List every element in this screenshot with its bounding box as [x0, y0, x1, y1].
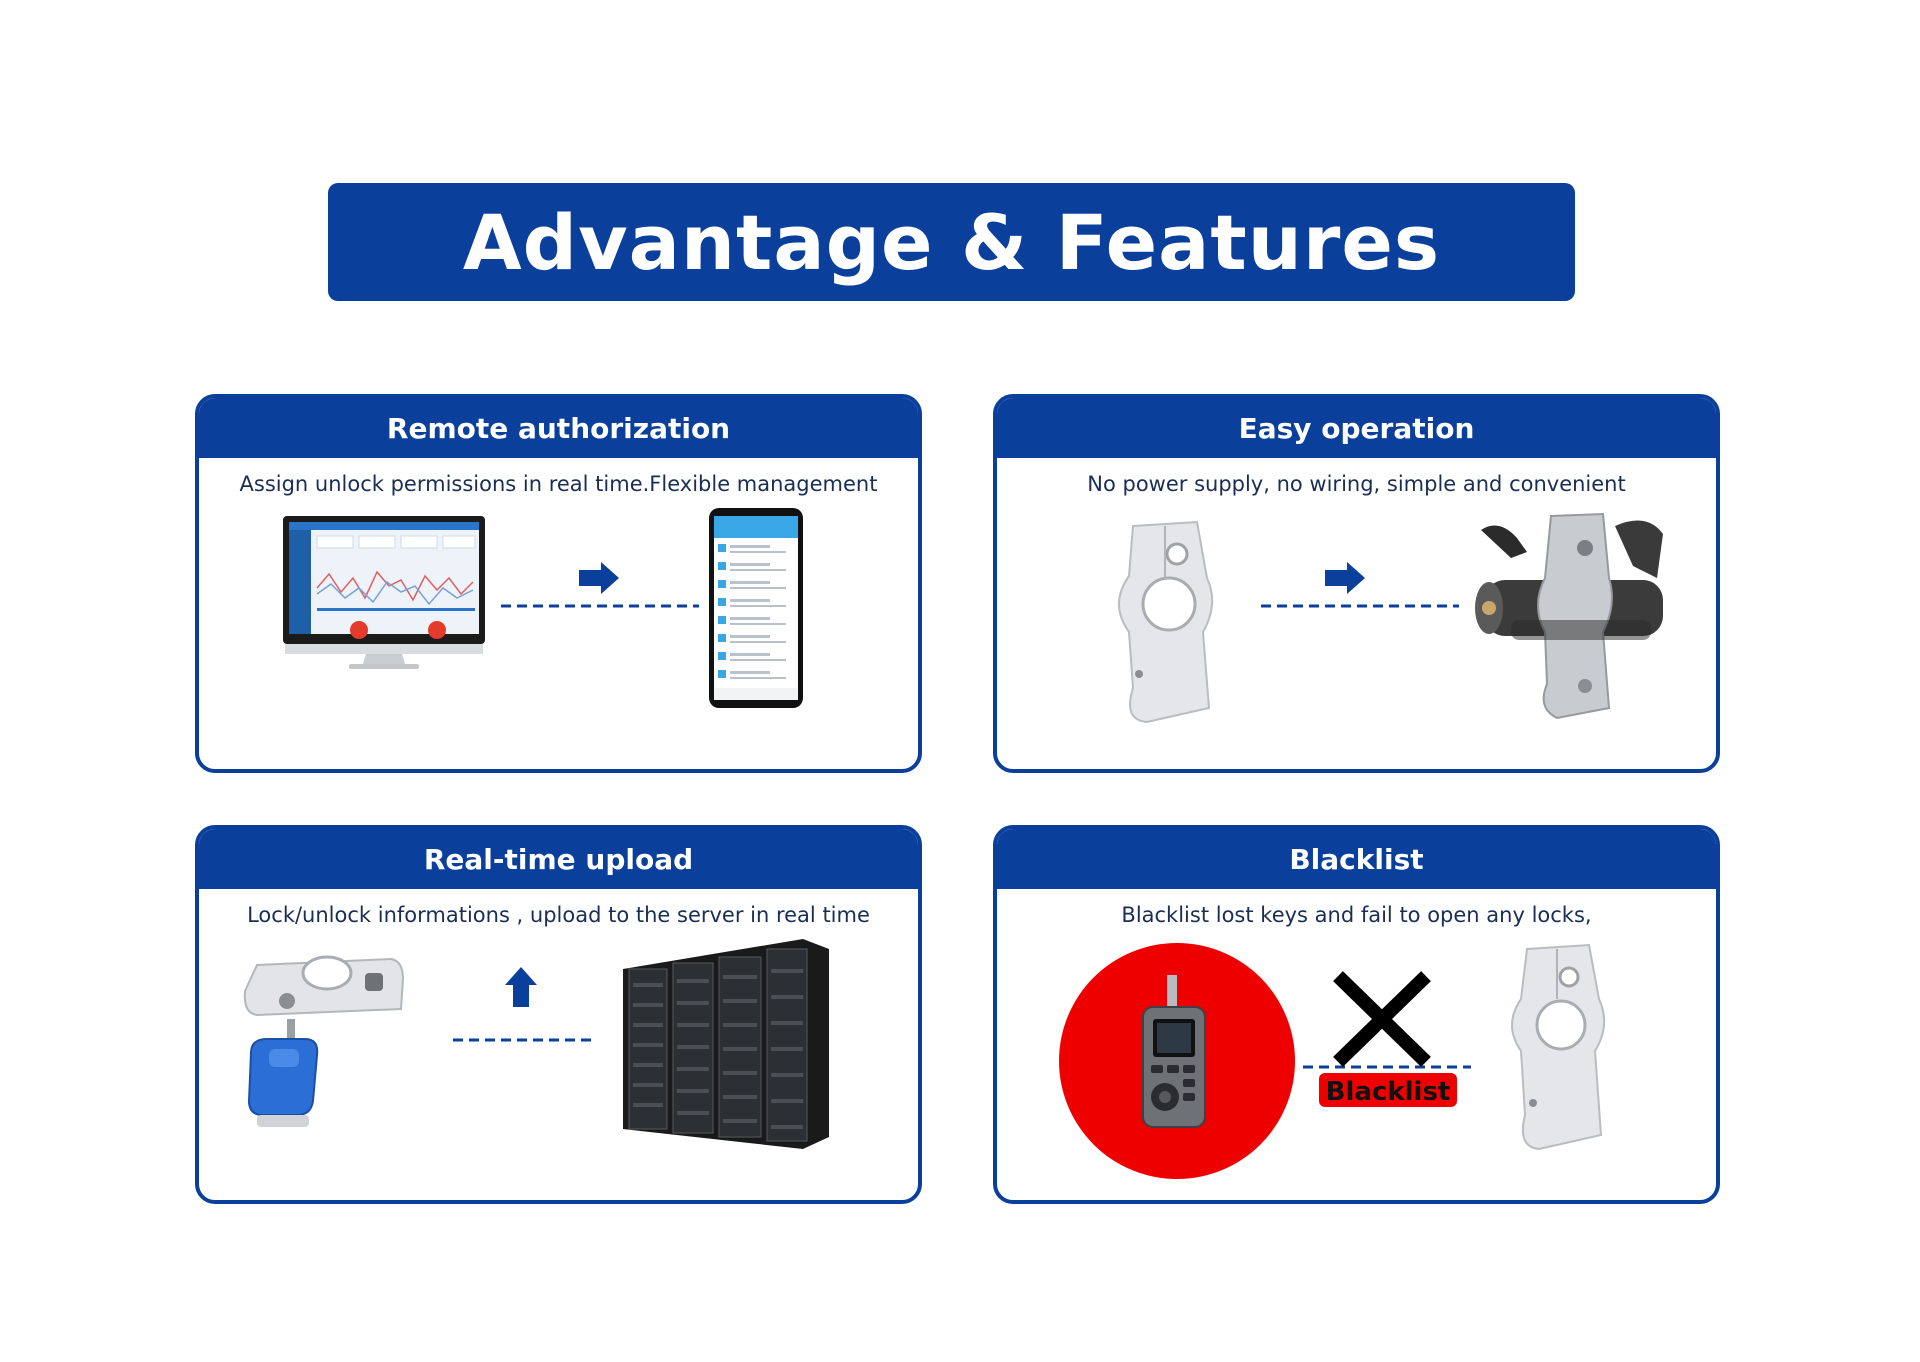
feature-card-blacklist: Blacklist Blacklist lost keys and fail t… — [993, 825, 1720, 1204]
lock-bracket-icon — [1511, 943, 1606, 1151]
easy-operation-illustration — [1118, 512, 1663, 724]
lock-bracket-icon — [1118, 520, 1214, 724]
x-mark-icon — [1333, 971, 1431, 1067]
arrow-right-icon — [579, 562, 619, 594]
card-subtitle: No power supply, no wiring, simple and c… — [1087, 472, 1626, 496]
arrow-right-icon — [1325, 562, 1365, 594]
remote-authorization-illustration — [283, 508, 803, 708]
card-subtitle: Blacklist lost keys and fail to open any… — [1121, 903, 1592, 927]
feature-card-remote-authorization: Remote authorization Assign unlock permi… — [195, 394, 922, 773]
lock-bracket-icon — [243, 955, 405, 1017]
card-title: Real-time upload — [199, 829, 918, 889]
card-title: Easy operation — [997, 398, 1716, 458]
key-fob-icon — [247, 1019, 319, 1127]
server-rack-icon — [623, 939, 829, 1149]
feature-card-real-time-upload: Real-time upload Lock/unlock information… — [195, 825, 922, 1204]
blacklist-badge — [1319, 1073, 1457, 1107]
smartphone-icon — [709, 508, 803, 708]
blacklist-badge-label: Blacklist — [1326, 1077, 1451, 1107]
card-subtitle: Lock/unlock informations , upload to the… — [247, 903, 870, 927]
feature-card-easy-operation: Easy operation No power supply, no wirin… — [993, 394, 1720, 773]
page-title: Advantage & Features — [462, 197, 1441, 287]
arrow-up-icon — [505, 967, 537, 1007]
title-banner: Advantage & Features — [328, 183, 1575, 301]
real-time-upload-illustration — [243, 939, 829, 1149]
blacklist-illustration: Blacklist — [1059, 943, 1606, 1179]
handheld-key-icon — [1142, 975, 1206, 1128]
handlebar-lock-icon — [1475, 512, 1663, 720]
card-subtitle: Assign unlock permissions in real time.F… — [239, 472, 878, 496]
card-title: Remote authorization — [199, 398, 918, 458]
monitor-icon — [283, 516, 485, 669]
card-title: Blacklist — [997, 829, 1716, 889]
